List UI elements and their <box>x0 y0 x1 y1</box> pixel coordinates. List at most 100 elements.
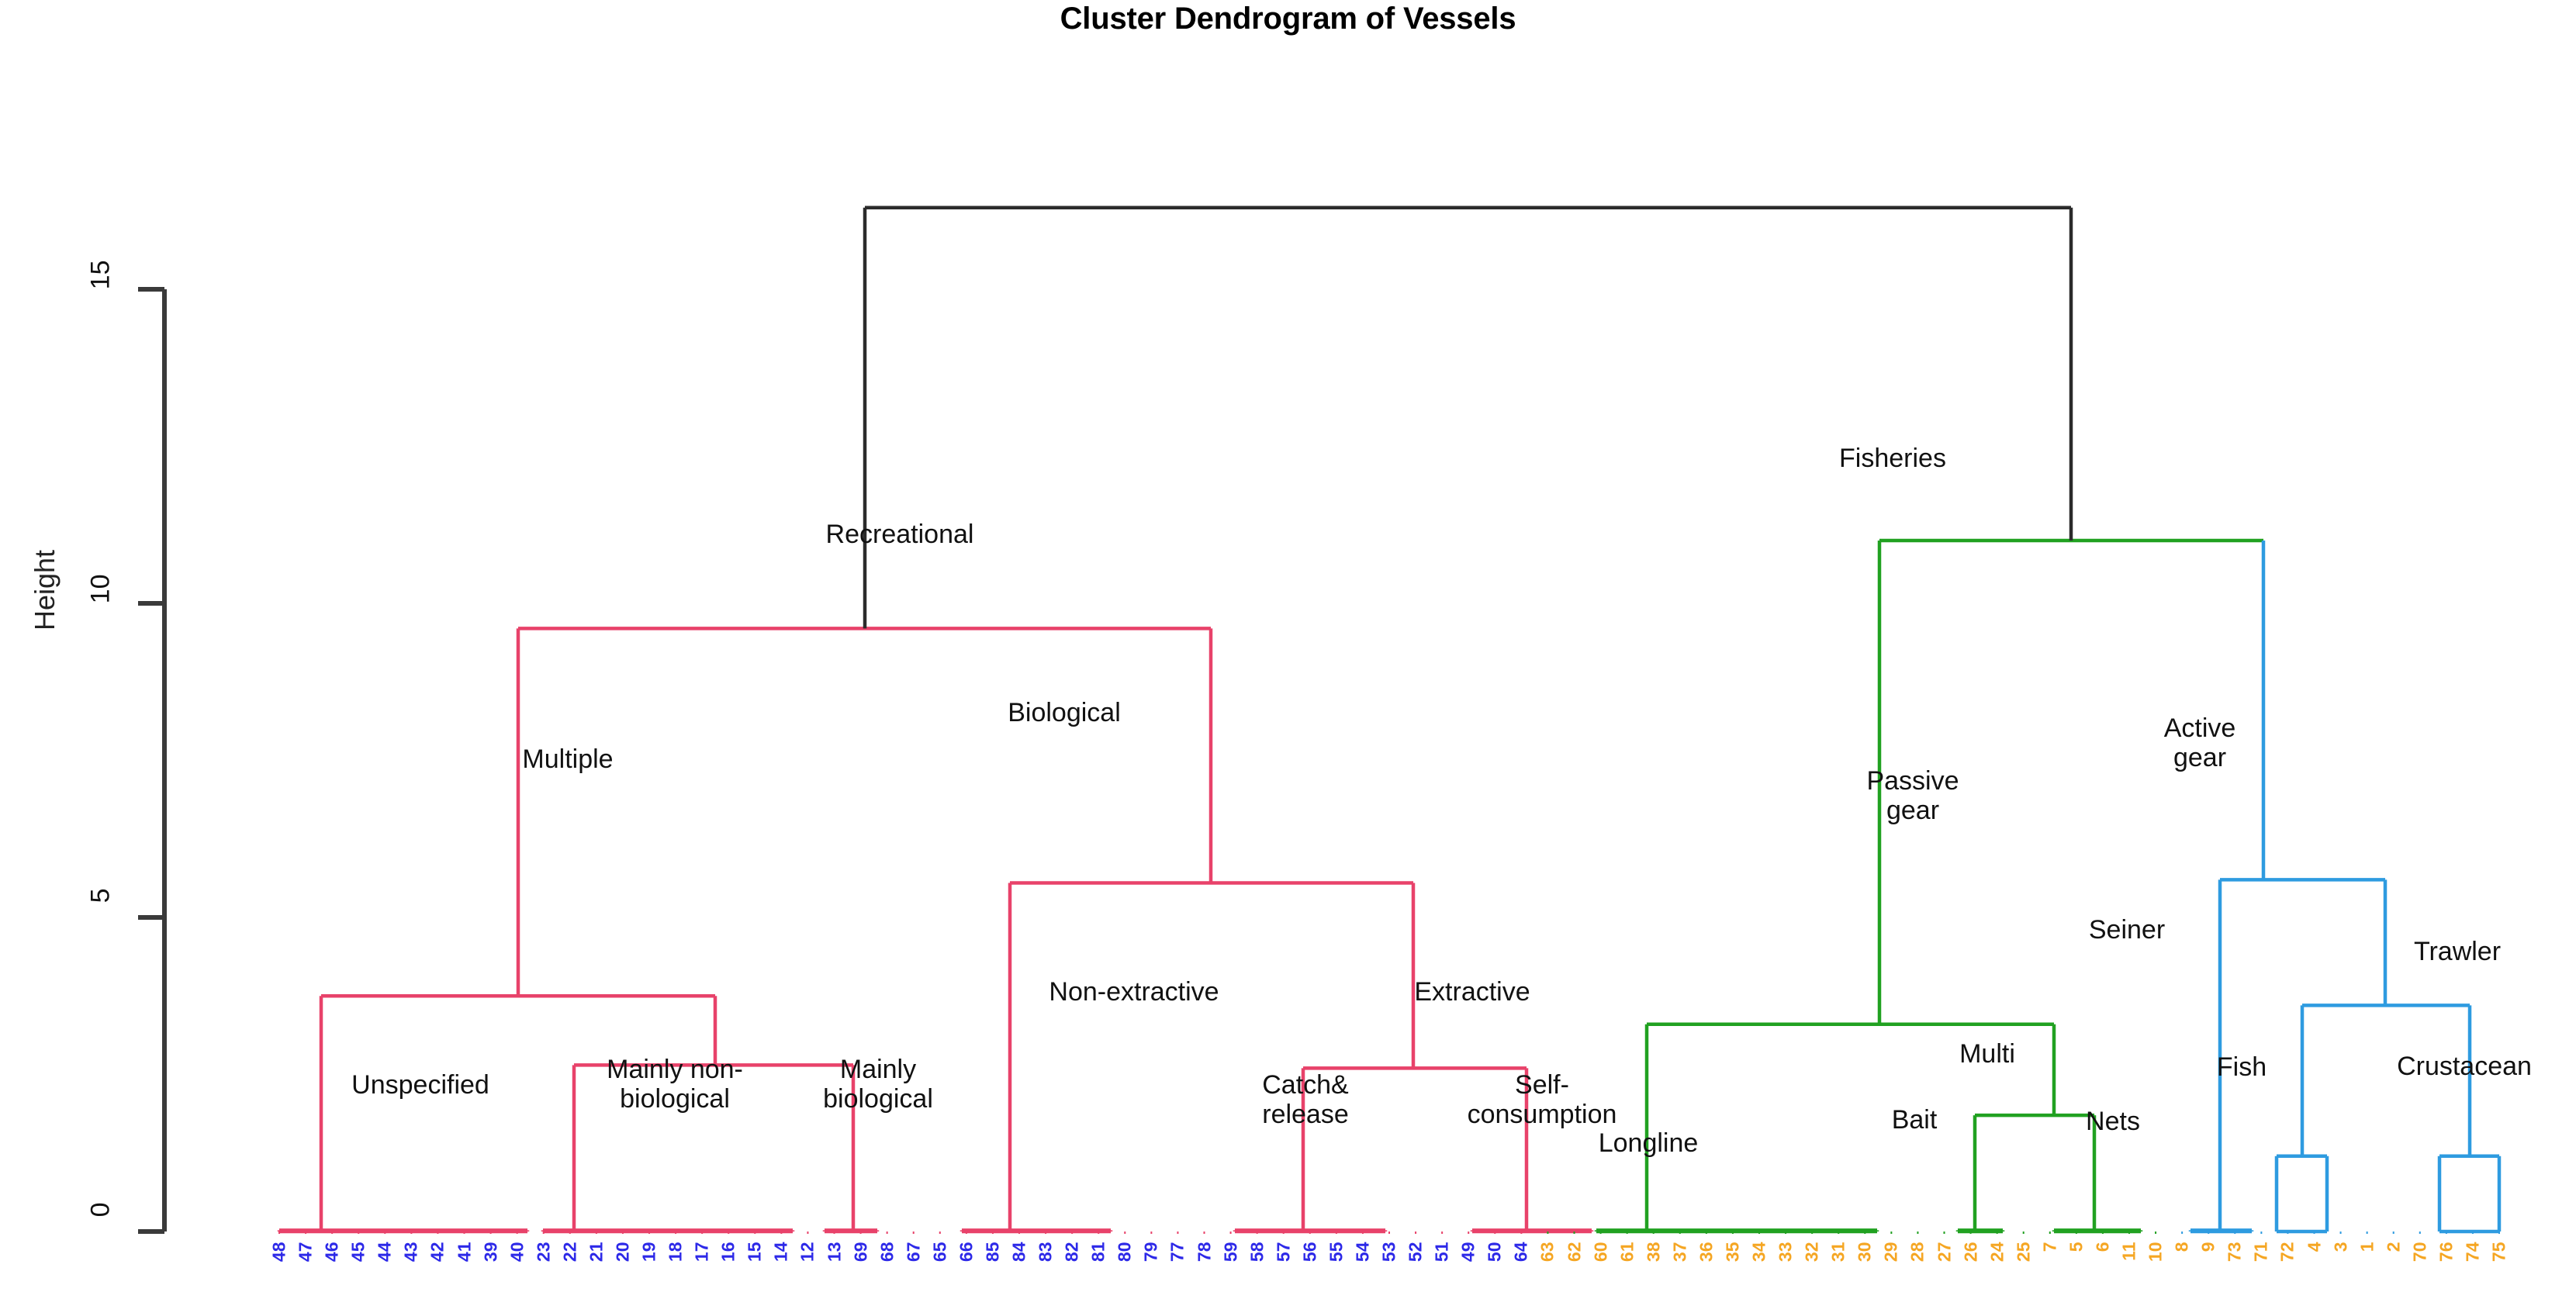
leaf-label-58: 58 <box>1247 1242 1267 1263</box>
leaf-label-56: 56 <box>1299 1242 1320 1263</box>
leaf-label-35: 35 <box>1722 1242 1743 1263</box>
leaf-label-39: 39 <box>480 1242 501 1263</box>
leaf-label-13: 13 <box>824 1242 844 1263</box>
leaf-label-71: 71 <box>2250 1242 2271 1263</box>
leaf-label-5: 5 <box>2066 1242 2087 1252</box>
leaf-label-64: 64 <box>1510 1242 1531 1263</box>
leaf-label-12: 12 <box>797 1242 818 1263</box>
leaf-label-15: 15 <box>744 1242 765 1263</box>
leaf-label-78: 78 <box>1194 1242 1214 1263</box>
leaf-label-76: 76 <box>2436 1242 2457 1263</box>
node-label-nets: Nets <box>2086 1107 2140 1136</box>
leaf-label-70: 70 <box>2409 1242 2430 1263</box>
leaf-label-4: 4 <box>2304 1242 2324 1252</box>
leaf-label-17: 17 <box>691 1242 712 1263</box>
leaf-label-65: 65 <box>929 1242 950 1263</box>
leaf-label-26: 26 <box>1960 1242 1981 1263</box>
leaf-label-36: 36 <box>1696 1242 1717 1263</box>
leaf-label-45: 45 <box>348 1242 368 1263</box>
leaf-label-62: 62 <box>1564 1242 1584 1263</box>
leaf-label-24: 24 <box>1986 1242 2007 1263</box>
leaf-label-84: 84 <box>1008 1242 1029 1263</box>
leaf-label-66: 66 <box>956 1242 977 1263</box>
leaf-label-52: 52 <box>1405 1242 1426 1263</box>
leaf-label-48: 48 <box>268 1242 289 1263</box>
leaf-label-59: 59 <box>1220 1242 1241 1263</box>
node-label-longline: Longline <box>1598 1128 1699 1158</box>
node-label-catch-release: Catch& release <box>1262 1070 1349 1130</box>
leaf-label-29: 29 <box>1880 1242 1901 1263</box>
leaf-label-68: 68 <box>877 1242 897 1263</box>
leaf-label-74: 74 <box>2462 1242 2483 1263</box>
leaf-label-22: 22 <box>559 1242 580 1263</box>
node-label-extractive: Extractive <box>1414 977 1530 1007</box>
y-axis <box>138 287 167 1234</box>
leaf-label-43: 43 <box>400 1242 421 1263</box>
leaf-label-83: 83 <box>1035 1242 1056 1263</box>
leaf-label-2: 2 <box>2383 1242 2404 1252</box>
leaf-label-61: 61 <box>1616 1242 1637 1263</box>
node-label-fisheries: Fisheries <box>1839 444 1946 473</box>
node-label-crustacean: Crustacean <box>2397 1052 2532 1081</box>
node-label-active-gear: Active gear <box>2163 713 2236 773</box>
leaf-label-44: 44 <box>374 1242 395 1263</box>
leaf-label-6: 6 <box>2092 1242 2113 1252</box>
leaf-label-63: 63 <box>1537 1242 1558 1263</box>
leaf-label-47: 47 <box>295 1242 316 1263</box>
leaf-label-25: 25 <box>2013 1242 2034 1263</box>
node-label-bait: Bait <box>1891 1105 1938 1135</box>
node-label-mainly-biological: Mainly biological <box>823 1055 933 1114</box>
leaf-label-10: 10 <box>2145 1242 2166 1263</box>
node-label-seiner: Seiner <box>2088 915 2166 945</box>
leaf-label-40: 40 <box>507 1242 527 1263</box>
leaf-label-21: 21 <box>586 1242 607 1263</box>
leaf-label-20: 20 <box>612 1242 633 1263</box>
leaf-label-30: 30 <box>1854 1242 1875 1263</box>
node-label-multiple: Multiple <box>522 744 614 774</box>
leaf-label-42: 42 <box>427 1242 448 1263</box>
leaf-label-81: 81 <box>1087 1242 1108 1263</box>
leaf-label-9: 9 <box>2197 1242 2218 1252</box>
leaf-label-34: 34 <box>1748 1242 1769 1263</box>
node-label-self-consumption: Self- consumption <box>1467 1070 1617 1130</box>
leaf-label-73: 73 <box>2224 1242 2245 1263</box>
leaf-label-41: 41 <box>454 1242 474 1263</box>
node-label-fish: Fish <box>2216 1052 2267 1082</box>
leaf-label-85: 85 <box>982 1242 1003 1263</box>
leaf-label-80: 80 <box>1114 1242 1135 1263</box>
leaf-label-27: 27 <box>1934 1242 1954 1263</box>
leaf-label-37: 37 <box>1669 1242 1690 1263</box>
node-label-biological: Biological <box>1008 698 1121 727</box>
node-label-unspecified: Unspecified <box>351 1070 489 1100</box>
leaf-label-57: 57 <box>1273 1242 1294 1263</box>
node-label-recreational: Recreational <box>825 520 974 549</box>
leaf-label-11: 11 <box>2118 1242 2139 1261</box>
leaf-label-51: 51 <box>1431 1242 1452 1263</box>
node-label-mainly-non-biological: Mainly non- biological <box>607 1055 743 1114</box>
leaf-label-53: 53 <box>1378 1242 1399 1263</box>
leaf-label-28: 28 <box>1907 1242 1928 1263</box>
leaf-label-31: 31 <box>1827 1242 1848 1263</box>
leaf-label-79: 79 <box>1140 1242 1161 1263</box>
node-label-non-extractive: Non-extractive <box>1049 977 1219 1007</box>
dendrogram-leaf-stems <box>278 1229 2500 1234</box>
leaf-label-8: 8 <box>2171 1242 2192 1252</box>
leaf-label-54: 54 <box>1352 1242 1373 1263</box>
node-label-trawler: Trawler <box>2413 937 2502 966</box>
node-label-passive-gear: Passive gear <box>1866 766 1959 826</box>
page-title: Cluster Dendrogram of Vessels <box>1060 2 1516 36</box>
leaf-label-69: 69 <box>850 1242 871 1263</box>
leaf-label-16: 16 <box>717 1242 738 1263</box>
leaf-label-7: 7 <box>2039 1242 2060 1252</box>
leaf-label-18: 18 <box>665 1242 686 1263</box>
leaf-label-33: 33 <box>1775 1242 1796 1263</box>
leaf-label-60: 60 <box>1590 1242 1611 1263</box>
leaf-label-67: 67 <box>903 1242 924 1263</box>
leaf-label-72: 72 <box>2277 1242 2298 1263</box>
leaf-label-1: 1 <box>2356 1242 2377 1252</box>
node-label-multi: Multi <box>1959 1039 2015 1069</box>
leaf-label-77: 77 <box>1167 1242 1188 1263</box>
leaf-label-3: 3 <box>2330 1242 2351 1252</box>
